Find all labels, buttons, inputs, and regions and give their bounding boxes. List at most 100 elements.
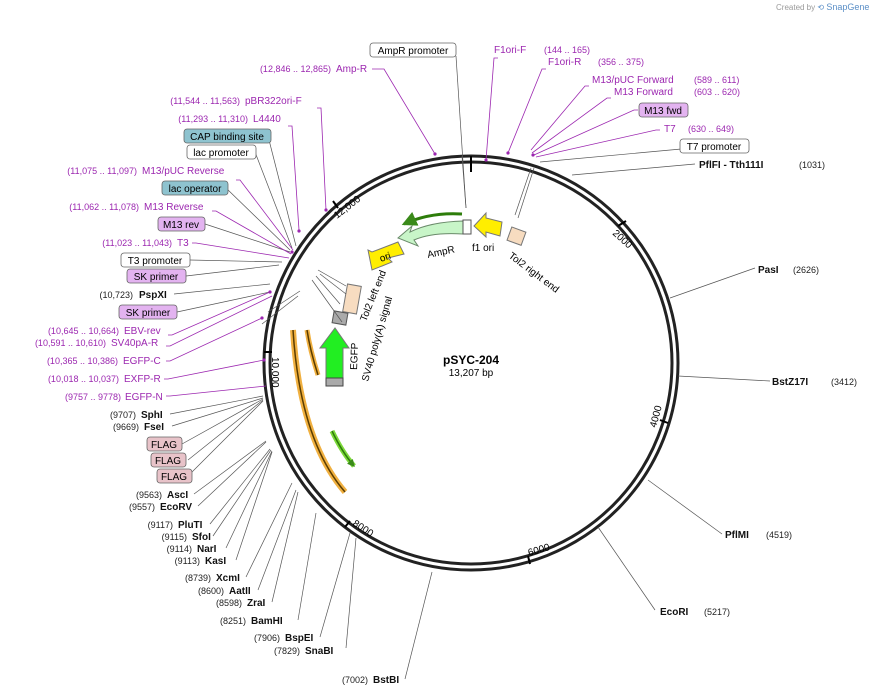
site-name[interactable]: BspEI	[285, 633, 314, 644]
site-name[interactable]: XcmI	[216, 573, 240, 584]
site-name[interactable]: SnaBI	[305, 646, 334, 657]
primer-pos: (603 .. 620)	[694, 87, 740, 97]
leader-line	[212, 210, 292, 255]
leader-line	[169, 395, 264, 415]
box-label: FLAG	[161, 472, 187, 483]
leader-line	[257, 489, 297, 591]
leader-line	[204, 223, 291, 253]
box-lac-promoter[interactable]: lac promoter	[186, 144, 257, 160]
site-name[interactable]: FseI	[144, 422, 164, 433]
box-flag[interactable]: FLAG	[156, 468, 193, 484]
site-pos: (9117)	[148, 520, 173, 530]
leader-line	[597, 526, 656, 611]
tick-mark	[659, 419, 669, 424]
box-cap-binding-site[interactable]: CAP binding site	[183, 128, 272, 144]
primer-pos: (11,544 .. 11,563)	[170, 96, 240, 106]
primer-name[interactable]: EBV-rev	[124, 326, 161, 337]
primer-name[interactable]: F1ori-R	[548, 57, 581, 68]
box-t3-promoter[interactable]: T3 promoter	[120, 252, 191, 268]
primer-name[interactable]: M13 Forward	[614, 87, 673, 98]
ori-label: ori	[378, 251, 392, 265]
egfp-arrow	[319, 327, 350, 379]
site-pos: (8251)	[220, 616, 246, 626]
primer-marker	[290, 250, 294, 254]
primer-name[interactable]: F1ori-F	[494, 45, 526, 56]
site-name[interactable]: BstBI	[373, 675, 399, 686]
leader-line	[533, 109, 638, 156]
site-pos: (4519)	[766, 530, 792, 540]
plasmid-length: 13,207 bp	[449, 368, 494, 379]
site-name[interactable]: PflMI	[725, 530, 749, 541]
box-sk-primer[interactable]: SK primer	[118, 304, 178, 320]
box-sk-primer[interactable]: SK primer	[126, 268, 187, 284]
site-pos: (5217)	[704, 607, 730, 617]
site-name[interactable]: PasI	[758, 265, 779, 276]
primer-name[interactable]: M13/pUC Forward	[592, 75, 674, 86]
leader-line	[485, 57, 498, 161]
leader-line	[236, 179, 294, 251]
leader-line	[181, 398, 264, 445]
site-name[interactable]: NarI	[197, 544, 217, 555]
site-name[interactable]: ZraI	[247, 598, 266, 609]
primer-pos: (11,062 .. 11,078)	[69, 202, 139, 212]
primer-name[interactable]: EGFP-C	[123, 356, 161, 367]
site-name[interactable]: SphI	[141, 410, 163, 421]
leader-line	[261, 295, 299, 325]
site-name[interactable]: PflFI - Tth111I	[699, 160, 764, 171]
site-name[interactable]: BstZ17I	[772, 377, 808, 388]
box-flag[interactable]: FLAG	[150, 452, 187, 468]
primer-pos: (11,075 .. 11,097)	[67, 166, 137, 176]
site-name[interactable]: BamHI	[251, 616, 283, 627]
box-flag[interactable]: FLAG	[146, 436, 183, 452]
site-name[interactable]: SfoI	[192, 532, 211, 543]
leader-line	[173, 283, 271, 295]
leader-line	[317, 107, 327, 211]
primer-name[interactable]: Amp-R	[336, 64, 367, 75]
primer-name[interactable]: pBR322ori-F	[245, 96, 302, 107]
box-m13-rev[interactable]: M13 rev	[157, 216, 206, 232]
primer-name[interactable]: T7	[664, 124, 676, 135]
tol2-left-block	[342, 283, 362, 315]
site-name[interactable]: PluTI	[178, 520, 203, 531]
site-name[interactable]: AatII	[229, 586, 251, 597]
leader-line	[225, 450, 273, 549]
box-t7-promoter[interactable]: T7 promoter	[679, 138, 750, 154]
site-name[interactable]: EcoRI	[660, 607, 689, 618]
leader-line	[209, 448, 271, 525]
box-ampr-promoter[interactable]: AmpR promoter	[369, 42, 457, 58]
site-pos: (9114)	[167, 544, 192, 554]
leader-line	[225, 187, 291, 251]
leader-line	[187, 400, 264, 477]
leader-lines	[169, 55, 771, 680]
leader-line	[197, 441, 267, 507]
leader-line	[461, 155, 467, 209]
primer-name[interactable]: SV40pA-R	[111, 338, 158, 349]
primer-name[interactable]: T3	[177, 238, 189, 249]
leader-line	[311, 279, 343, 323]
site-name[interactable]: KasI	[205, 556, 226, 567]
site-pos: (2626)	[793, 265, 819, 275]
orf-arrow-inner-core	[306, 329, 319, 376]
leader-line	[345, 537, 357, 649]
leader-line	[647, 479, 723, 535]
primer-name[interactable]: L4440	[253, 114, 281, 125]
site-pos: (7002)	[342, 675, 368, 685]
box-lac-operator[interactable]: lac operator	[161, 180, 229, 196]
primer-marker	[506, 151, 510, 155]
primer-name[interactable]: EXFP-R	[124, 374, 161, 385]
site-name[interactable]: PspXI	[139, 290, 167, 301]
f1-ori-arrow	[473, 211, 503, 239]
ori-arrow	[367, 241, 405, 271]
primer-name[interactable]: M13 Reverse	[144, 202, 204, 213]
box-label: FLAG	[151, 440, 177, 451]
site-name[interactable]: AscI	[167, 490, 188, 501]
box-m13-fwd[interactable]: M13 fwd	[638, 102, 689, 118]
primer-marker	[433, 152, 437, 156]
leader-line	[535, 129, 660, 158]
snapgene-credit: Created by ⟲ SnapGene	[776, 2, 869, 12]
primer-name[interactable]: EGFP-N	[125, 392, 163, 403]
primer-name[interactable]: M13/pUC Reverse	[142, 166, 225, 177]
tick-mark	[617, 220, 627, 227]
primer-pos: (356 .. 375)	[598, 57, 644, 67]
site-name[interactable]: EcoRV	[160, 502, 192, 513]
